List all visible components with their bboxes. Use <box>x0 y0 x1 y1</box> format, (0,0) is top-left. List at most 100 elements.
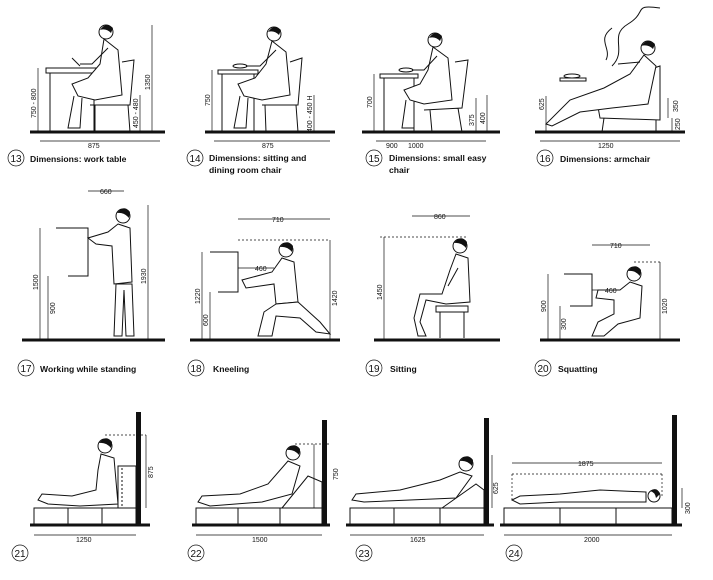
panel-18-number: 18 <box>190 364 202 375</box>
panel-13-dimensions: 750 - 800 1350 450 - 480 875 <box>31 25 160 150</box>
panel-22-number-circle <box>187 544 205 562</box>
dim-1350: 1350 <box>145 74 152 90</box>
dim-460: 460 <box>605 288 617 295</box>
panel-15: 700 375 400 900 1000 15 Dimensions: smal… <box>362 32 500 175</box>
panel-24: 1875 300 2000 24 <box>500 415 692 562</box>
panel-21-number: 21 <box>14 549 26 560</box>
panel-14-number: 14 <box>189 154 201 165</box>
panel-19-dimensions: 860 1450 <box>377 214 470 340</box>
dim-1250: 1250 <box>76 537 92 544</box>
panel-15-number-circle <box>365 149 383 167</box>
dim-750-800: 750 - 800 <box>31 88 38 118</box>
dim-1250: 1250 <box>598 143 614 150</box>
dim-700: 700 <box>367 96 374 108</box>
panel-14-caption-line1: Dimensions: sitting and <box>209 153 306 163</box>
dim-400-450: 400 - 450 H <box>307 95 314 132</box>
dim-1000: 1000 <box>408 143 424 150</box>
dim-1875: 1875 <box>578 461 594 468</box>
dim-1500: 1500 <box>252 537 268 544</box>
panel-23-number-circle <box>355 544 373 562</box>
panel-16-caption-line1: Dimensions: armchair <box>560 154 651 164</box>
panel-21-number-circle <box>11 544 29 562</box>
panel-20: 710 460 900 300 1020 20 Squatting <box>534 243 680 377</box>
panel-14-number-circle <box>186 149 204 167</box>
panel-18-number-circle <box>187 359 205 377</box>
panel-20-number: 20 <box>537 364 549 375</box>
dim-300: 300 <box>561 318 568 330</box>
dim-710: 710 <box>610 243 622 250</box>
dim-1930: 1930 <box>141 268 148 284</box>
panel-17-caption-line1: Working while standing <box>40 364 136 374</box>
panel-18-caption-line1: Kneeling <box>213 364 249 374</box>
panel-17-number-circle <box>17 359 35 377</box>
dim-350: 350 <box>673 100 680 112</box>
panel-13-caption-line1: Dimensions: work table <box>30 154 127 164</box>
panel-20-number-circle <box>534 359 552 377</box>
dim-1220: 1220 <box>195 288 202 304</box>
panel-18-dimensions: 710 460 1220 600 1420 <box>195 217 339 340</box>
dim-250: 250 <box>675 118 682 130</box>
dim-1450: 1450 <box>377 284 384 300</box>
panel-22-number: 22 <box>190 549 202 560</box>
panel-21-figure <box>30 412 150 527</box>
dim-2000: 2000 <box>584 537 600 544</box>
dim-750: 750 <box>205 94 212 106</box>
panel-16-dimensions: 625 350 250 1250 <box>539 96 682 150</box>
dim-900: 900 <box>541 300 548 312</box>
dim-900: 900 <box>50 302 57 314</box>
panel-13: 750 - 800 1350 450 - 480 875 13 Dimensio… <box>7 24 165 167</box>
panel-21-dimensions: 875 1250 <box>34 434 155 544</box>
panel-18-figure <box>190 242 340 342</box>
dim-860: 860 <box>434 214 446 221</box>
dim-450-480: 450 - 480 <box>133 98 140 128</box>
panel-15-figure <box>362 32 500 134</box>
panel-19: 860 1450 19 Sitting <box>365 214 500 377</box>
panel-19-number: 19 <box>368 364 380 375</box>
panel-13-number-circle <box>7 149 25 167</box>
dim-300: 300 <box>685 502 692 514</box>
dim-875: 875 <box>88 143 100 150</box>
dim-460: 460 <box>255 266 267 273</box>
panel-15-caption-line2: chair <box>389 165 410 175</box>
panel-21: 875 1250 21 <box>11 412 155 562</box>
panel-16-number-circle <box>536 149 554 167</box>
panel-24-number: 24 <box>508 549 520 560</box>
dim-600: 600 <box>203 314 210 326</box>
panel-20-caption-line1: Squatting <box>558 364 598 374</box>
dim-875: 875 <box>262 143 274 150</box>
panel-19-figure <box>374 238 500 342</box>
panel-14-caption-line2: dining room chair <box>209 165 282 175</box>
panel-23-dimensions: 625 1625 <box>350 455 500 544</box>
panel-23-number: 23 <box>358 549 370 560</box>
panel-15-dimensions: 700 375 400 900 1000 <box>367 74 488 150</box>
panel-22-figure <box>192 420 330 527</box>
panel-16-figure <box>535 6 685 134</box>
panel-14-figure <box>205 26 335 134</box>
dim-660: 660 <box>100 189 112 196</box>
panel-18: 710 460 1220 600 1420 18 Kneeling <box>187 217 340 377</box>
panel-24-figure <box>500 415 682 527</box>
panel-24-dimensions: 1875 300 2000 <box>504 461 692 544</box>
panel-17-figure <box>22 208 165 342</box>
panel-17-number: 17 <box>20 364 32 375</box>
panel-23: 625 1625 23 <box>346 418 500 562</box>
panel-15-number: 15 <box>368 154 380 165</box>
dim-750: 750 <box>333 468 340 480</box>
panel-16-number: 16 <box>539 154 551 165</box>
panel-17-dimensions: 660 1500 900 1930 <box>33 189 149 340</box>
panel-19-caption-line1: Sitting <box>390 364 417 374</box>
panel-14: 750 400 - 450 H 875 14 Dimensions: sitti… <box>186 26 335 175</box>
dim-625: 625 <box>539 98 546 110</box>
panel-24-number-circle <box>505 544 523 562</box>
dim-710: 710 <box>272 217 284 224</box>
dim-1500: 1500 <box>33 274 40 290</box>
panel-22-dimensions: 750 1500 <box>196 443 340 544</box>
dim-1625: 1625 <box>410 537 426 544</box>
dim-625: 625 <box>493 482 500 494</box>
panel-13-number: 13 <box>10 154 22 165</box>
panel-17: 660 1500 900 1930 17 Working while stand… <box>17 189 165 377</box>
dim-1420: 1420 <box>332 290 339 306</box>
panel-19-number-circle <box>365 359 383 377</box>
panel-23-figure <box>346 418 494 527</box>
